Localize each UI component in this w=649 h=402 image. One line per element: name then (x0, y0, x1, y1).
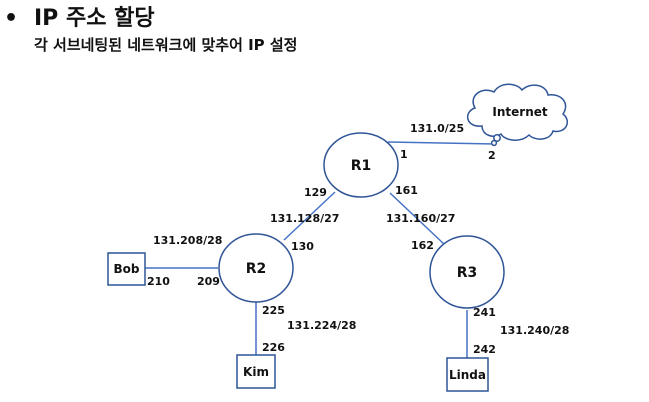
router-r3-label: R3 (457, 265, 478, 281)
router-r1 (323, 132, 399, 198)
network-label-r1-r2: 131.128/27 (270, 212, 339, 225)
router-r3 (429, 235, 505, 309)
iface-r2-kim: 225 (262, 304, 285, 317)
network-label-r2-bob: 131.208/28 (153, 234, 222, 247)
iface-kim-r2: 226 (262, 341, 285, 354)
host-kim-label: Kim (243, 365, 269, 379)
link-r1-r3 (389, 192, 446, 246)
link-r1-r2 (283, 191, 336, 241)
router-r2 (218, 233, 294, 303)
network-label-r2-kim: 131.224/28 (287, 319, 356, 332)
iface-bob-r2: 210 (147, 275, 170, 288)
host-bob-label: Bob (114, 262, 140, 276)
internet-cloud-icon (466, 83, 568, 147)
network-label-r1-r3: 131.160/27 (386, 212, 455, 225)
network-label-r3-linda: 131.240/28 (500, 324, 569, 337)
host-linda (446, 357, 489, 392)
link-r1-internet (387, 141, 496, 145)
network-label-r1-internet: 131.0/25 (410, 122, 464, 135)
host-linda-label: Linda (449, 368, 486, 382)
iface-r3-linda: 241 (473, 306, 496, 319)
bullet: • (4, 6, 19, 31)
router-r1-label: R1 (351, 158, 372, 174)
slide-subtitle: 각 서브네팅된 네트워크에 맞추어 IP 설정 (34, 36, 298, 54)
iface-r1-internet: 1 (400, 148, 408, 161)
router-r2-label: R2 (246, 261, 267, 277)
iface-r2-r1: 130 (291, 240, 314, 253)
iface-linda-r3: 242 (473, 343, 496, 356)
iface-r2-bob: 209 (197, 275, 220, 288)
iface-r3-r1: 162 (411, 239, 434, 252)
internet-label: Internet (492, 105, 547, 119)
iface-internet-r1: 2 (488, 149, 496, 162)
slide-title: • IP 주소 할당 (4, 0, 155, 32)
iface-r1-r3: 161 (395, 184, 418, 197)
iface-r1-r2: 129 (304, 186, 327, 199)
title-text: IP 주소 할당 (34, 6, 155, 31)
host-kim (236, 354, 276, 389)
host-bob (107, 252, 146, 286)
